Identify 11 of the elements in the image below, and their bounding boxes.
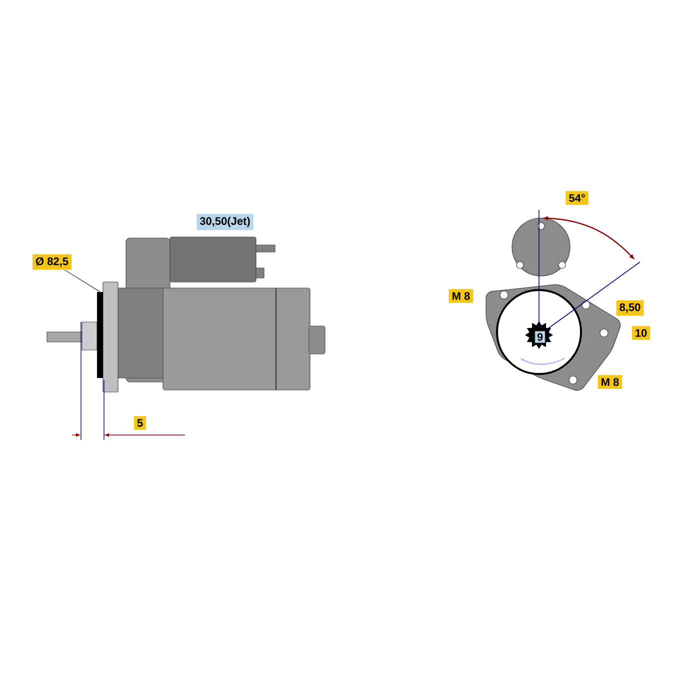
dimension-label: Ø 82,5: [32, 254, 72, 270]
leader-line: [64, 270, 100, 292]
thread-label: M 8: [598, 375, 622, 389]
angle-label: 54°: [566, 191, 588, 205]
dimension-label: 30,50(Jet): [196, 214, 254, 230]
tooth-count-label: 9: [534, 330, 546, 344]
dimension-label: 10: [632, 326, 650, 340]
thread-label: M 8: [448, 289, 474, 303]
dimension-label: 5: [134, 416, 146, 430]
dimension-label: 8,50: [616, 300, 644, 316]
gasket-ring: [97, 292, 103, 378]
